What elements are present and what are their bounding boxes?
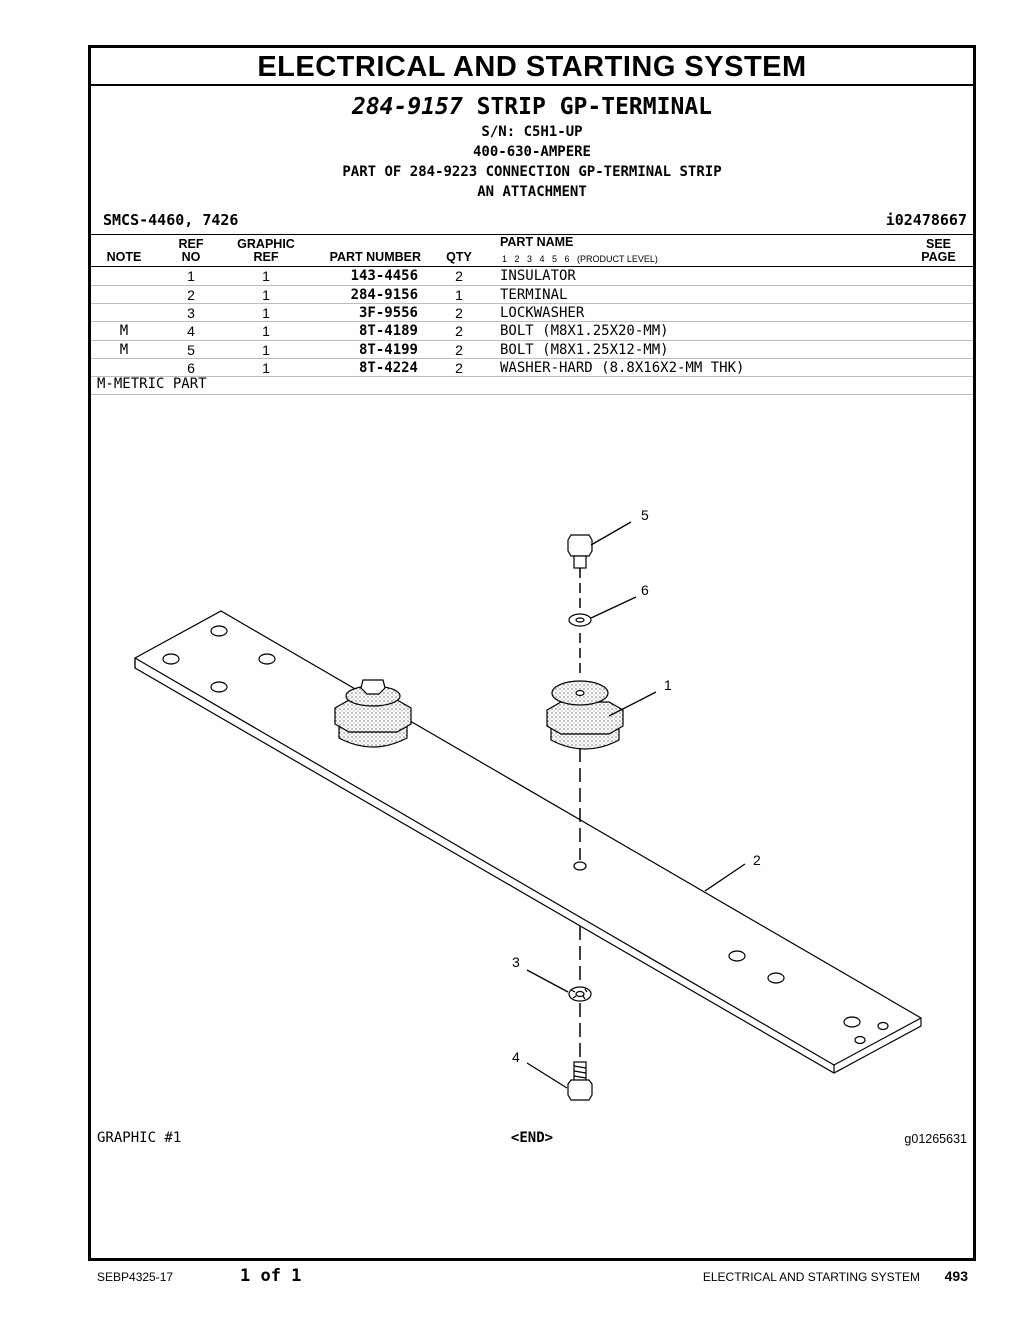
callout-5: 5 [641, 507, 649, 523]
exploded-view-drawing: 5 6 1 2 3 4 [134, 507, 922, 1101]
header-see-bottom: PAGE [921, 250, 956, 264]
part-name: LOCKWASHER [500, 305, 585, 321]
part-number: 3F-9556 [358, 305, 418, 321]
part-name: INSULATOR [500, 268, 576, 284]
group-part-number: 284-9157 [351, 94, 463, 120]
part-of: PART OF 284-9223 CONNECTION GP-TERMINAL … [342, 164, 722, 180]
callout-2: 2 [753, 852, 761, 868]
header-graphic-bottom: REF [253, 250, 279, 264]
graphic-ref: 1 [262, 268, 270, 284]
insulator-right [546, 680, 624, 750]
quantity: 2 [455, 342, 463, 358]
ref-number: 1 [187, 268, 195, 284]
part-number: 143-4456 [350, 268, 418, 284]
graphic-label: GRAPHIC #1 [97, 1130, 182, 1146]
row-divider [91, 376, 973, 377]
terminal-strip [134, 610, 922, 1074]
row-divider [91, 303, 973, 304]
graphic-ref: 1 [262, 360, 270, 376]
part-number: 8T-4189 [358, 323, 418, 339]
part-number: 8T-4199 [358, 342, 418, 358]
lockwasher [568, 986, 592, 1002]
header-ref-bottom: NO [181, 250, 201, 264]
part-name: BOLT (M8X1.25X12-MM) [500, 342, 669, 358]
part-name: WASHER-HARD (8.8X16X2-MM THK) [500, 360, 745, 376]
footer-page-of: 1 of 1 [240, 1266, 302, 1286]
bolt-long [567, 1061, 593, 1101]
group-name: STRIP GP-TERMINAL [476, 94, 713, 120]
ref-number: 3 [187, 305, 195, 321]
note-code: M [119, 342, 129, 358]
quantity: 2 [455, 360, 463, 376]
callout-3: 3 [512, 954, 520, 970]
quantity: 2 [455, 323, 463, 339]
header-rule [91, 266, 973, 267]
insulator-left [334, 679, 412, 748]
footer-page-number: 493 [944, 1268, 968, 1284]
header-qty: QTY [446, 250, 472, 264]
row-divider [91, 321, 973, 322]
rating: 400-630-AMPERE [472, 144, 591, 160]
smcs-code: SMCS-4460, 7426 [103, 211, 239, 229]
bolt-short [567, 534, 593, 569]
callout-4: 4 [512, 1049, 520, 1065]
table-bottom-rule [91, 394, 973, 395]
header-part-number: PART NUMBER [329, 250, 421, 264]
part-name: TERMINAL [500, 287, 568, 303]
attachment: AN ATTACHMENT [477, 184, 587, 200]
row-divider [91, 285, 973, 286]
ref-number: 6 [187, 360, 195, 376]
graphic-ref: 1 [262, 342, 270, 358]
footer-document-number: SEBP4325-17 [97, 1270, 174, 1284]
leader-lines [526, 521, 746, 1089]
ref-number: 4 [187, 323, 195, 339]
row-divider [91, 340, 973, 341]
header-graphic-top: GRAPHIC [237, 237, 295, 251]
header-product-levels: 1 2 3 4 5 6 (PRODUCT LEVEL) [502, 254, 658, 264]
note-legend: M-METRIC PART [97, 376, 207, 392]
page-frame: ELECTRICAL AND STARTING SYSTEM 284-9157 … [88, 45, 976, 1261]
header-ref-top: REF [178, 237, 204, 251]
serial-number: S/N: C5H1-UP [481, 124, 583, 140]
ref-number: 2 [187, 287, 195, 303]
callout-1: 1 [664, 677, 672, 693]
header-see-top: SEE [925, 237, 951, 251]
part-name: BOLT (M8X1.25X20-MM) [500, 323, 669, 339]
part-number: 284-9156 [350, 287, 418, 303]
hard-washer [568, 613, 592, 627]
quantity: 1 [455, 287, 463, 303]
header-part-name: PART NAME [500, 235, 574, 249]
graphic-ref: 1 [262, 305, 270, 321]
note-code: M [119, 323, 129, 339]
graphic-ref: 1 [262, 287, 270, 303]
header-note: NOTE [106, 250, 142, 264]
row-divider [91, 358, 973, 359]
illustration-id: i02478667 [885, 211, 967, 229]
group-title: 284-9157 STRIP GP-TERMINAL [91, 94, 973, 120]
graphic-id: g01265631 [904, 1132, 967, 1146]
footer-section: ELECTRICAL AND STARTING SYSTEM [702, 1270, 920, 1284]
part-number: 8T-4224 [358, 360, 418, 376]
quantity: 2 [455, 305, 463, 321]
table-top-rule [91, 234, 973, 235]
ref-number: 5 [187, 342, 195, 358]
quantity: 2 [455, 268, 463, 284]
callout-6: 6 [641, 582, 649, 598]
graphic-ref: 1 [262, 323, 270, 339]
end-marker: <END> [510, 1130, 554, 1146]
section-title: ELECTRICAL AND STARTING SYSTEM [91, 48, 973, 86]
